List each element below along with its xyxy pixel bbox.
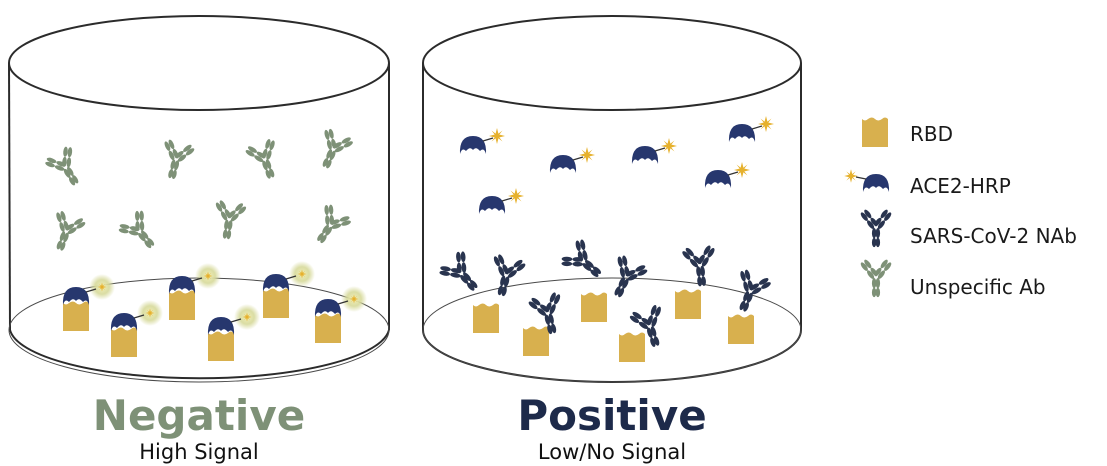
negative-well-base xyxy=(9,329,390,380)
ace2-hrp xyxy=(632,138,677,164)
negative-subtitle: High Signal xyxy=(139,440,258,464)
nab-antibody xyxy=(726,266,774,318)
ace2-hrp xyxy=(729,116,774,142)
rbd-blocks xyxy=(473,289,754,362)
nab-antibody xyxy=(680,243,720,288)
ace2-hrp xyxy=(550,147,595,173)
legend-item-ace2-hrp: ACE2-HRP xyxy=(844,169,1011,198)
legend-item-rbd: RBD xyxy=(862,117,953,147)
negative-well-left-wall xyxy=(8,62,11,331)
free-ace2-hrp xyxy=(460,116,774,214)
rbd-ace2-hrp-complex xyxy=(207,304,260,361)
rbd xyxy=(619,332,645,362)
legend-label: Unspecific Ab xyxy=(910,275,1046,299)
legend-label: SARS-CoV-2 NAb xyxy=(910,224,1077,248)
unspecific-antibodies xyxy=(41,125,357,258)
unspecific-antibody-icon xyxy=(859,258,893,298)
rbd xyxy=(581,292,607,322)
negative-well: Negative High Signal xyxy=(8,15,390,464)
rbd-ace2-hrp-complex xyxy=(110,300,163,357)
ace2-hrp xyxy=(479,188,524,214)
positive-title: Positive xyxy=(517,391,706,440)
rbd-ace2-hrp-complex xyxy=(314,286,367,343)
ace2-hrp xyxy=(460,128,505,154)
bound-complexes xyxy=(62,261,367,361)
rbd xyxy=(675,289,701,319)
nab-antibody xyxy=(484,251,529,300)
nab-antibody xyxy=(556,235,611,289)
legend-label: ACE2-HRP xyxy=(910,174,1011,198)
negative-title: Negative xyxy=(93,391,305,440)
positive-subtitle: Low/No Signal xyxy=(538,440,686,464)
legend-item-nab: SARS-CoV-2 NAb xyxy=(859,208,1077,248)
rbd xyxy=(728,314,754,344)
ace2-hrp xyxy=(705,162,750,188)
rbd-ace2-hrp-complex xyxy=(168,263,221,320)
rbd xyxy=(473,303,499,333)
unspecific-antibody xyxy=(155,137,197,183)
legend-label: RBD xyxy=(910,122,953,146)
nab-antibody-icon xyxy=(859,208,893,248)
rbd-ace2-hrp-complex xyxy=(62,274,115,331)
unspecific-antibody xyxy=(209,198,249,242)
rbd-ace2-hrp-complex xyxy=(262,261,315,318)
unspecific-antibody xyxy=(41,142,91,193)
legend: RBD ACE2-HRP SARS-CoV-2 NAb Unspecific A… xyxy=(844,117,1077,299)
unspecific-antibody xyxy=(114,206,165,258)
ace2-hrp-icon xyxy=(844,169,890,192)
unspecific-antibody xyxy=(43,208,89,256)
negative-well-rim xyxy=(8,15,390,111)
positive-well: Positive Low/No Signal xyxy=(422,15,802,464)
unspecific-antibody xyxy=(242,136,288,184)
unspecific-antibody xyxy=(305,200,355,252)
positive-well-rim xyxy=(422,15,802,111)
rbd-icon xyxy=(862,117,888,147)
rbd xyxy=(523,326,549,356)
unspecific-antibody xyxy=(310,125,357,175)
legend-item-unspecific: Unspecific Ab xyxy=(859,258,1046,299)
positive-well-floor xyxy=(422,277,802,383)
